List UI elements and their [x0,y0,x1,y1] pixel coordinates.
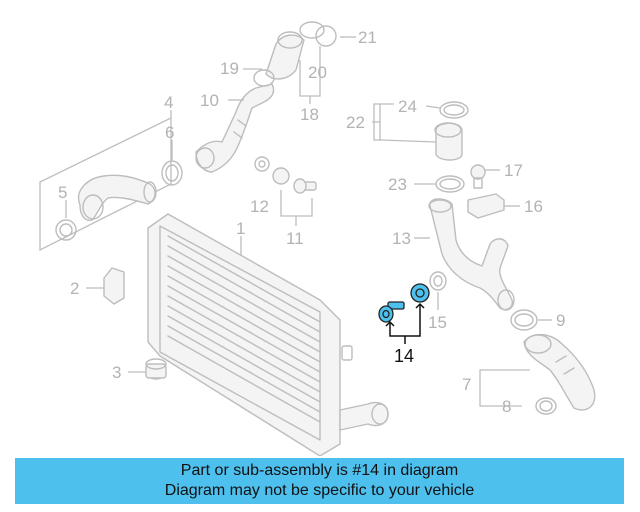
banner-disclaimer: Diagram may not be specific to your vehi… [164,482,475,499]
part-22-24-connector [372,101,469,193]
part-2-3-mounts [86,267,167,380]
part-4-group [39,110,183,252]
callout-10: 10 [200,91,219,110]
callout-24: 24 [398,97,417,116]
callout-21: 21 [358,28,377,47]
callout-7: 7 [462,375,471,394]
part-9-clamp [510,309,552,331]
callout-19: 19 [220,59,239,78]
callout-3: 3 [112,363,121,382]
callout-6: 6 [165,123,174,142]
part-10-pipe [195,83,275,173]
banner-part-notice: Part or sub-assembly is #14 in diagram [180,462,459,479]
callout-1: 1 [236,219,245,238]
callout-22: 22 [346,113,365,132]
part-14-bolt-right [410,283,430,303]
callout-14: 14 [394,346,414,366]
parts-diagram: 1 2 3 4 5 6 7 8 9 10 11 12 13 14 15 16 1… [39,21,596,456]
part-16-17 [467,164,520,219]
callout-9: 9 [556,311,565,330]
callout-20: 20 [308,63,327,82]
part-11-12-bolts [254,156,317,226]
callout-23: 23 [388,175,407,194]
callout-11: 11 [286,229,304,248]
callout-5: 5 [58,183,67,202]
part-14-bolts-highlighted [378,283,430,344]
callout-13: 13 [392,229,411,248]
info-banner: Part or sub-assembly is #14 in diagram D… [15,458,624,504]
part-1-intercooler [147,213,389,456]
callout-2: 2 [70,279,79,298]
part-13-pipe [414,198,515,311]
part-19-20-21-hose [243,21,356,104]
callout-12: 12 [250,197,269,216]
callout-17: 17 [504,161,523,180]
callout-4: 4 [164,93,173,112]
callout-16: 16 [524,197,543,216]
callout-18: 18 [300,105,319,124]
callout-8: 8 [502,397,511,416]
part-14-bolt-left [378,301,405,323]
callout-15: 15 [428,313,447,332]
part-8-clamp [535,397,557,415]
part-7-hose [479,334,596,411]
part-15-washer [429,271,447,310]
